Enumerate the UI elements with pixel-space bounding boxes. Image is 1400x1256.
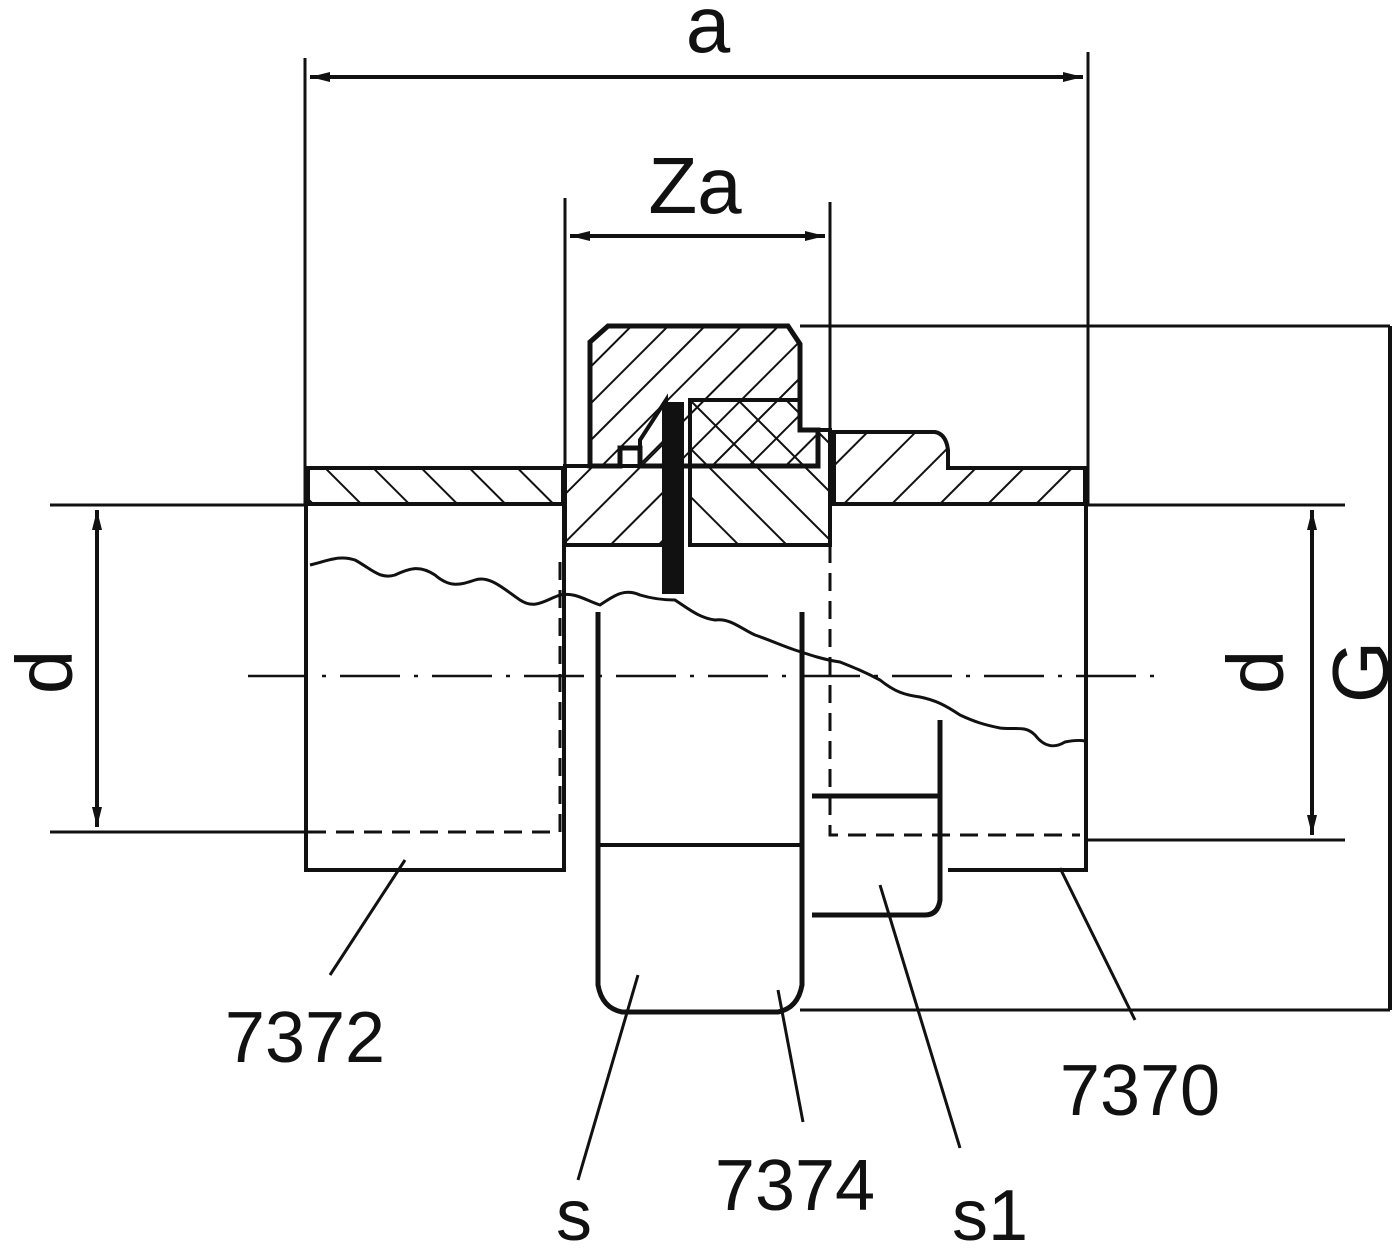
part-label-7372: 7372 xyxy=(225,998,385,1078)
dimension-label-d-left: d xyxy=(0,650,89,695)
wrench-label-s1: s1 xyxy=(952,1176,1028,1256)
dimension-label-d-right: d xyxy=(1211,650,1300,695)
dimension-label-za: Za xyxy=(648,141,742,230)
dimension-label-a: a xyxy=(686,0,731,69)
nut-7374 xyxy=(563,323,832,1015)
break-line xyxy=(309,556,1086,748)
dimension-g-thread: G xyxy=(800,324,1400,1012)
dimension-label-g: G xyxy=(1316,641,1400,703)
part-label-7374: 7374 xyxy=(715,1146,875,1226)
gasket xyxy=(662,402,684,594)
dimension-a: a xyxy=(303,0,1090,505)
left-part-7372 xyxy=(304,466,566,872)
dimension-d-right: d xyxy=(1088,503,1345,842)
leader-lines xyxy=(328,859,1137,1181)
dimension-za: Za xyxy=(563,141,832,480)
dimension-d-left: d xyxy=(0,503,305,834)
wrench-label-s: s xyxy=(556,1176,592,1256)
right-part-7370 xyxy=(812,430,1088,918)
part-label-7370: 7370 xyxy=(1060,1051,1220,1131)
